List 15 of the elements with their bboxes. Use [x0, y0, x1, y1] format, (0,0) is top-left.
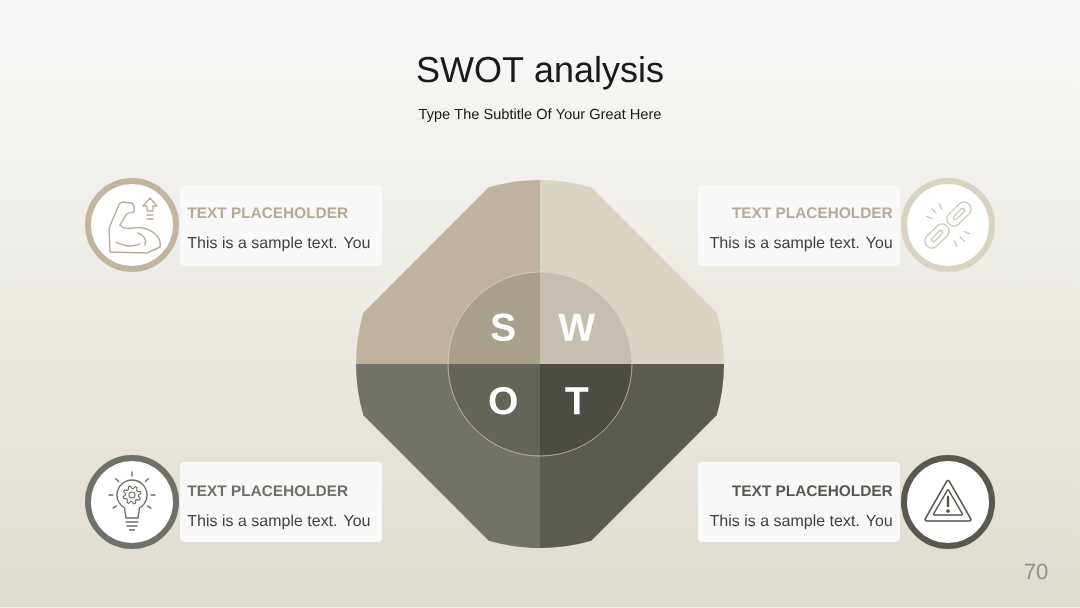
- card-text: This is a sample text. You: [709, 236, 892, 252]
- card-text: This is a sample text. You: [187, 514, 370, 530]
- text-card: [180, 462, 382, 542]
- page-number: 70: [1024, 563, 1048, 580]
- subtitle: Type The Subtitle Of Your Great Here: [418, 108, 661, 123]
- text-card: [180, 185, 382, 266]
- card-heading: TEXT PLACEHOLDER: [732, 485, 893, 497]
- card-text: This is a sample text. You: [709, 514, 892, 530]
- card-text: This is a sample text. You: [187, 236, 370, 252]
- card-heading: TEXT PLACEHOLDER: [187, 485, 348, 497]
- card-heading: TEXT PLACEHOLDER: [732, 207, 893, 219]
- card-heading: TEXT PLACEHOLDER: [187, 207, 348, 219]
- text-card: [698, 185, 900, 266]
- slide-title: SWOT analysis: [417, 55, 663, 90]
- text-card: [698, 462, 900, 542]
